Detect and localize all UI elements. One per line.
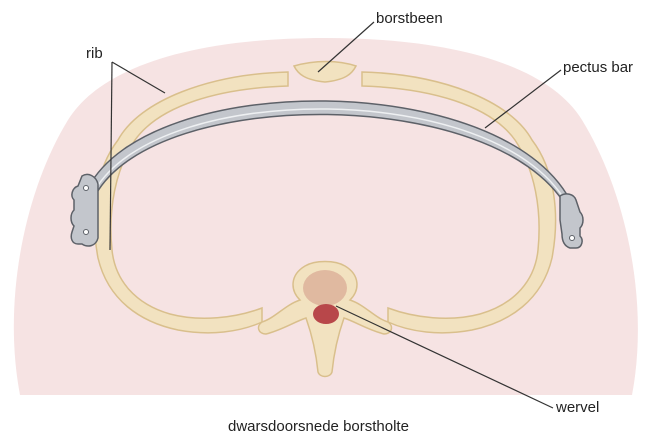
pectus-bar-right-hole xyxy=(570,236,575,241)
rib-label: rib xyxy=(86,46,103,61)
wervel-label: wervel xyxy=(556,400,599,415)
pectus-bar-left-hole xyxy=(84,230,89,235)
vertebral-body xyxy=(303,270,347,306)
borstbeen-label: borstbeen xyxy=(376,11,443,26)
diagram-caption: dwarsdoorsnede borstholte xyxy=(228,419,409,434)
pectus-bar-label: pectus bar xyxy=(563,60,633,75)
pectus-bar-left-hole xyxy=(84,186,89,191)
spinal-canal xyxy=(313,304,339,324)
